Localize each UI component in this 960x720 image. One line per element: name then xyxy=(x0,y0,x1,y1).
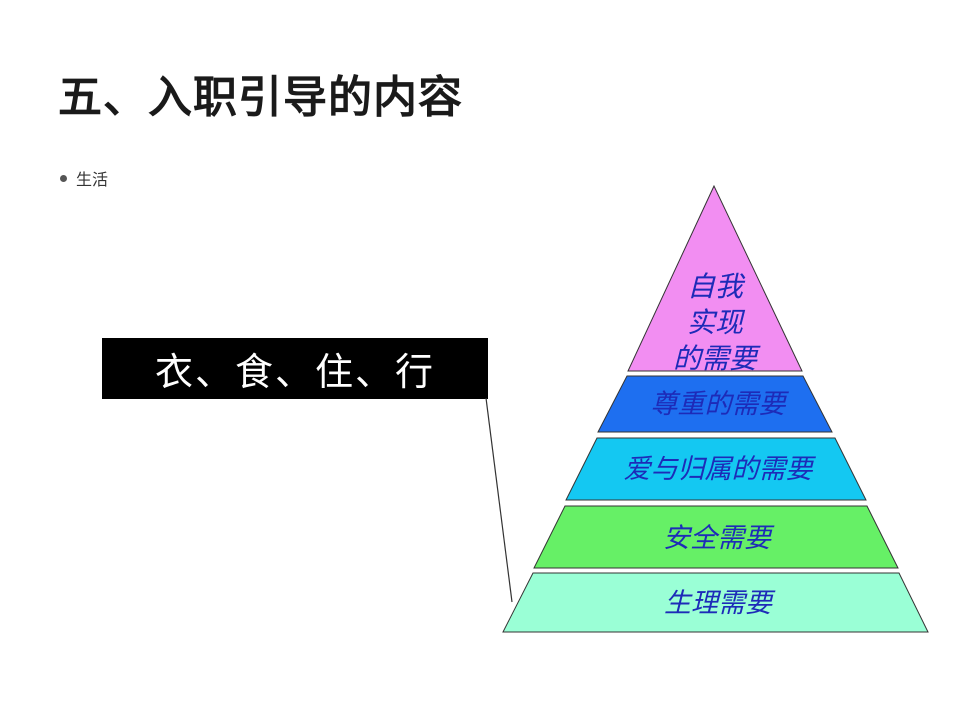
pyramid-level-safety xyxy=(533,505,899,569)
page-title: 五、入职引导的内容 xyxy=(58,72,463,123)
bullet-text: 生活 xyxy=(76,170,109,189)
pyramid-label-line: 实现 xyxy=(687,306,746,339)
bullet-dot-icon xyxy=(60,174,67,182)
pyramid-label-esteem: 尊重的需要 xyxy=(651,389,790,420)
pyramid-level-esteem xyxy=(597,375,833,433)
bullet-item: 生活 xyxy=(60,166,108,190)
pyramid-label-line: 的需要 xyxy=(673,342,761,375)
callout-text: 衣、食、住、行 xyxy=(154,350,435,394)
pyramid-label-physiological: 生理需要 xyxy=(664,588,776,619)
pyramid-label-line: 自我 xyxy=(687,270,746,303)
callout-box: 衣、食、住、行 xyxy=(102,338,488,399)
pyramid-label-line: 爱与归属的需要 xyxy=(624,454,817,485)
pyramid-label-safety: 安全需要 xyxy=(663,523,775,554)
pyramid-level-self-actualization xyxy=(627,184,803,372)
pyramid-label-line: 生理需要 xyxy=(664,588,776,619)
pyramid-label-love-belonging: 爱与归属的需要 xyxy=(624,454,817,485)
pyramid-label-line: 安全需要 xyxy=(663,523,775,554)
pyramid-level-love-belonging xyxy=(565,437,867,501)
pyramid-label-line: 尊重的需要 xyxy=(651,389,790,420)
pyramid-level-physiological xyxy=(502,572,929,633)
connector-line xyxy=(485,397,513,603)
